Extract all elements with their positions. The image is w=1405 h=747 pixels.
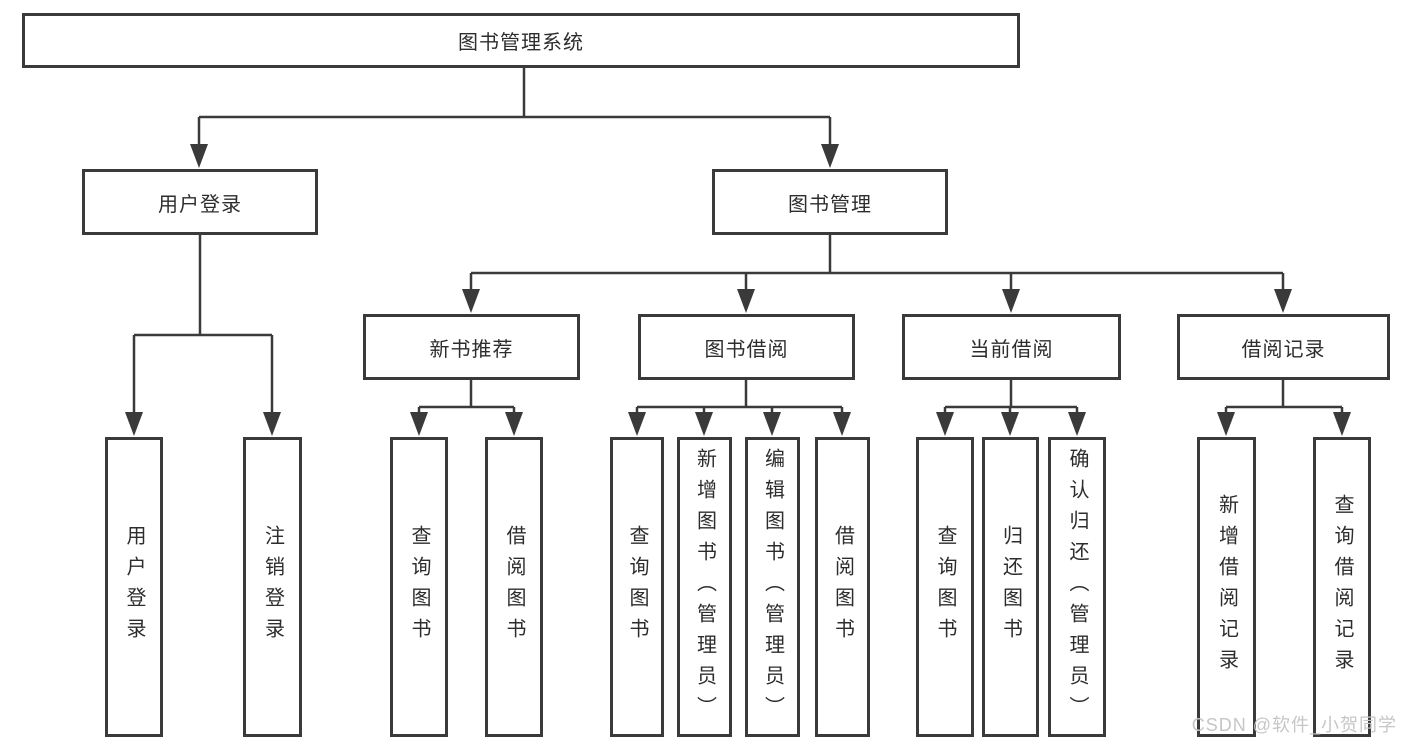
node-current-borrow: 当前借阅 [902,314,1121,380]
arrowhead-icon [190,144,208,168]
leaf-query-books-current: 查询图书 [916,437,974,737]
connector-root-to-level2 [197,68,832,146]
node-new-book-recommend: 新书推荐 [363,314,580,380]
arrowhead-icon [410,412,428,436]
node-label: 查询借阅记录 [1331,494,1353,680]
leaf-add-books-admin: 新增图书（管理员） [677,437,732,737]
node-label: 用户登录 [158,193,242,216]
leaf-borrow-books: 借阅图书 [815,437,870,737]
connector-bookmgmt-to-level3 [469,235,1285,293]
leaf-query-borrow-record: 查询借阅记录 [1313,437,1371,737]
node-label: 图书借阅 [704,338,789,361]
node-label: 注销登录 [261,525,284,649]
leaf-return-books: 归还图书 [982,437,1039,737]
node-label: 用户登录 [123,525,145,649]
arrowhead-icon [505,412,523,436]
arrowhead-icon [1217,412,1235,436]
connector-bookborrow-group [635,380,844,418]
arrowhead-icon [1068,412,1086,436]
node-book-borrow: 图书借阅 [638,314,855,380]
arrowhead-icon [763,412,781,436]
node-user-login: 用户登录 [82,169,318,235]
arrowhead-icon [263,412,281,436]
node-label: 确认归还（管理员） [1066,447,1088,727]
node-label: 新增借阅记录 [1215,494,1238,680]
arrowhead-icon [737,289,755,313]
leaf-confirm-return-admin: 确认归还（管理员） [1048,437,1106,737]
node-label: 图书管理系统 [458,32,584,54]
arrowhead-icon [695,412,713,436]
node-label: 当前借阅 [969,338,1054,361]
node-label: 借阅记录 [1241,338,1326,361]
arrowhead-icon [833,412,851,436]
connector-currentborrow-group [943,380,1079,418]
arrowhead-icon [1001,412,1019,436]
arrowhead-icon [936,412,954,436]
leaf-edit-books-admin: 编辑图书（管理员） [745,437,800,737]
node-label: 借阅图书 [503,525,525,649]
csdn-watermark: CSDN @软件_小贺同学 [1191,715,1397,735]
arrowhead-icon [821,144,839,168]
node-label: 归还图书 [999,525,1022,649]
node-label: 查询图书 [626,525,648,649]
node-label: 查询图书 [408,525,430,649]
leaf-borrow-books-recommend: 借阅图书 [485,437,543,737]
arrowhead-icon [628,412,646,436]
leaf-add-borrow-record: 新增借阅记录 [1197,437,1256,737]
arrowhead-icon [1002,289,1020,313]
node-borrow-record: 借阅记录 [1177,314,1390,380]
node-label: 新书推荐 [429,338,514,361]
arrowhead-icon [125,412,143,436]
arrowhead-icon [1333,412,1351,436]
node-label: 查询图书 [934,525,956,649]
connector-borrowrecord-group [1224,380,1344,418]
leaf-query-books-borrow: 查询图书 [610,437,664,737]
node-label: 编辑图书（管理员） [761,447,784,727]
leaf-logout: 注销登录 [243,437,302,737]
leaf-user-login: 用户登录 [105,437,163,737]
node-book-management: 图书管理 [712,169,948,235]
leaf-query-books-recommend: 查询图书 [390,437,448,737]
arrowhead-icon [1274,289,1292,313]
node-label: 图书管理 [788,193,872,216]
node-library-management-system: 图书管理系统 [22,13,1020,68]
node-label: 借阅图书 [831,525,854,649]
node-label: 新增图书（管理员） [693,447,716,727]
connector-userlogin-group [132,235,274,418]
arrowhead-icon [462,289,480,313]
connector-newbook-group [417,380,516,418]
